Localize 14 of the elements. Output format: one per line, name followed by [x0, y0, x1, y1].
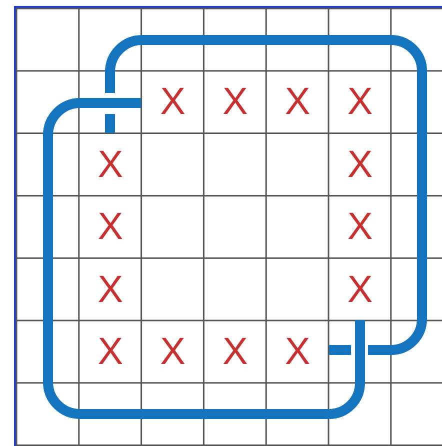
cross-mark: X	[159, 330, 186, 375]
cross-mark: X	[284, 80, 312, 126]
cross-mark: X	[96, 330, 124, 375]
cross-mark: X	[222, 80, 249, 126]
cross-mark: X	[96, 142, 124, 188]
cross-mark: X	[96, 268, 124, 313]
cross-mark: X	[284, 330, 312, 375]
cross-mark: X	[346, 268, 374, 313]
cross-mark: X	[222, 330, 249, 375]
cross-mark: X	[346, 205, 374, 250]
cross-mark: X	[159, 80, 186, 126]
cross-mark: X	[346, 142, 374, 188]
cross-mark: X	[96, 205, 124, 250]
cross-mark: X	[346, 80, 374, 126]
